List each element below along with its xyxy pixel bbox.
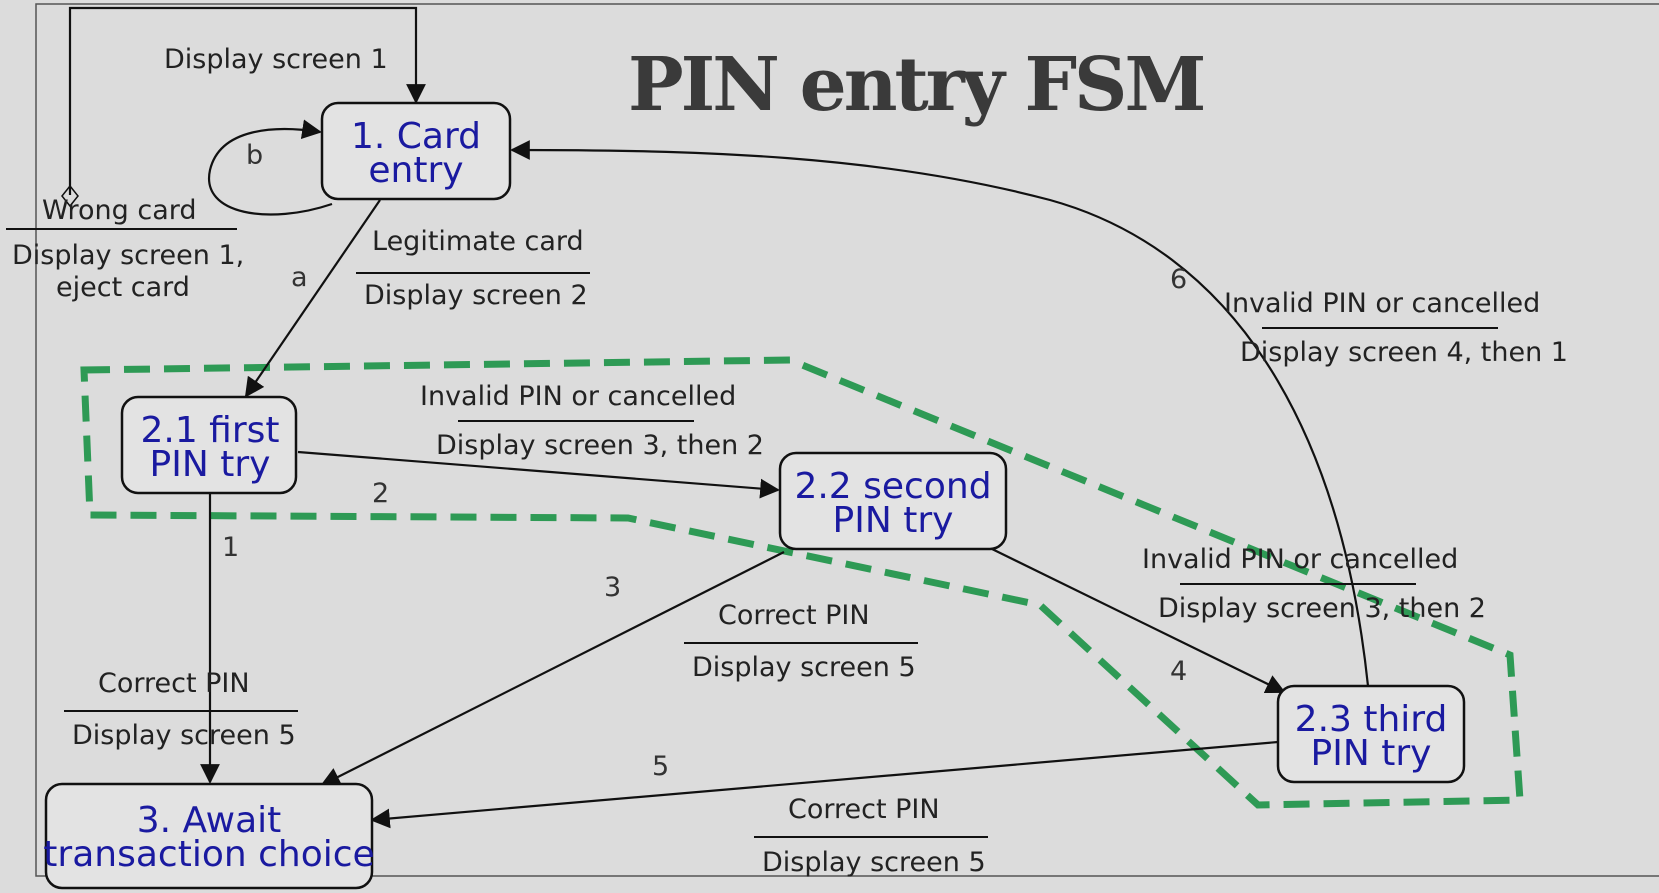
state-card-entry-line1: 1. Card xyxy=(351,116,481,157)
edge-4 xyxy=(989,547,1286,694)
page-title: PIN entry FSM xyxy=(628,42,1203,128)
edge-label-4: 4 xyxy=(1170,656,1187,687)
state-second-pin: 2.2 second PIN try xyxy=(778,451,1008,551)
second-correct-action: Display screen 5 xyxy=(692,652,916,683)
state-card-entry-line2: entry xyxy=(368,150,463,191)
first-to-second-event: Invalid PIN or cancelled xyxy=(420,381,736,412)
pin-try-region xyxy=(80,356,1524,809)
wrong-card-action-2: eject card xyxy=(56,272,190,303)
state-second-pin-line2: PIN try xyxy=(833,500,954,541)
second-to-third-event: Invalid PIN or cancelled xyxy=(1142,544,1458,575)
first-correct-event: Correct PIN xyxy=(98,668,250,699)
edge-6 xyxy=(510,140,1370,687)
legitimate-event: Legitimate card xyxy=(372,226,584,257)
state-first-pin: 2.1 first PIN try xyxy=(120,395,298,495)
edge-a xyxy=(244,199,381,398)
third-to-card-event: Invalid PIN or cancelled xyxy=(1224,288,1540,319)
wrong-card-action-1: Display screen 1, xyxy=(12,240,244,271)
first-to-second-action: Display screen 3, then 2 xyxy=(436,430,764,461)
state-await-line1: 3. Await xyxy=(137,800,282,841)
edge-label-6: 6 xyxy=(1170,264,1187,295)
edge-label-a: a xyxy=(291,262,308,293)
second-to-third-action: Display screen 3, then 2 xyxy=(1158,593,1486,624)
state-await: 3. Await transaction choice xyxy=(43,782,375,890)
edge-label-3: 3 xyxy=(604,572,621,603)
self-loop-b xyxy=(207,119,333,216)
state-third-pin-line2: PIN try xyxy=(1311,733,1432,774)
initial-transition xyxy=(68,6,426,195)
edge-label-2: 2 xyxy=(372,478,389,509)
state-await-line2: transaction choice xyxy=(43,834,374,875)
edge-2 xyxy=(297,450,780,499)
edge-label-5: 5 xyxy=(652,751,669,782)
first-correct-action: Display screen 5 xyxy=(72,720,296,751)
state-card-entry-box xyxy=(320,101,512,201)
state-third-pin-line1: 2.3 third xyxy=(1295,699,1448,740)
slide-frame xyxy=(35,3,1659,877)
state-card-entry: 1. Card entry xyxy=(320,101,512,201)
state-first-pin-line2: PIN try xyxy=(150,444,271,485)
state-await-box xyxy=(44,782,374,890)
initial-action: Display screen 1 xyxy=(164,44,388,75)
second-correct-event: Correct PIN xyxy=(718,600,870,631)
legitimate-action: Display screen 2 xyxy=(364,280,588,311)
third-to-card-action: Display screen 4, then 1 xyxy=(1240,337,1568,368)
state-second-pin-box xyxy=(778,451,1008,551)
state-second-pin-line1: 2.2 second xyxy=(794,466,991,507)
third-correct-event: Correct PIN xyxy=(788,794,940,825)
state-third-pin-box xyxy=(1276,684,1466,784)
wrong-card-event: Wrong card xyxy=(42,195,197,226)
entry-diamond-icon xyxy=(61,184,79,208)
edge-5 xyxy=(370,740,1279,829)
edge-3 xyxy=(320,551,785,786)
state-first-pin-box xyxy=(120,395,298,495)
edge-label-1: 1 xyxy=(222,532,239,563)
state-third-pin: 2.3 third PIN try xyxy=(1276,684,1466,784)
third-correct-action: Display screen 5 xyxy=(762,847,986,878)
state-first-pin-line1: 2.1 first xyxy=(140,410,279,451)
edge-label-b: b xyxy=(246,140,263,171)
